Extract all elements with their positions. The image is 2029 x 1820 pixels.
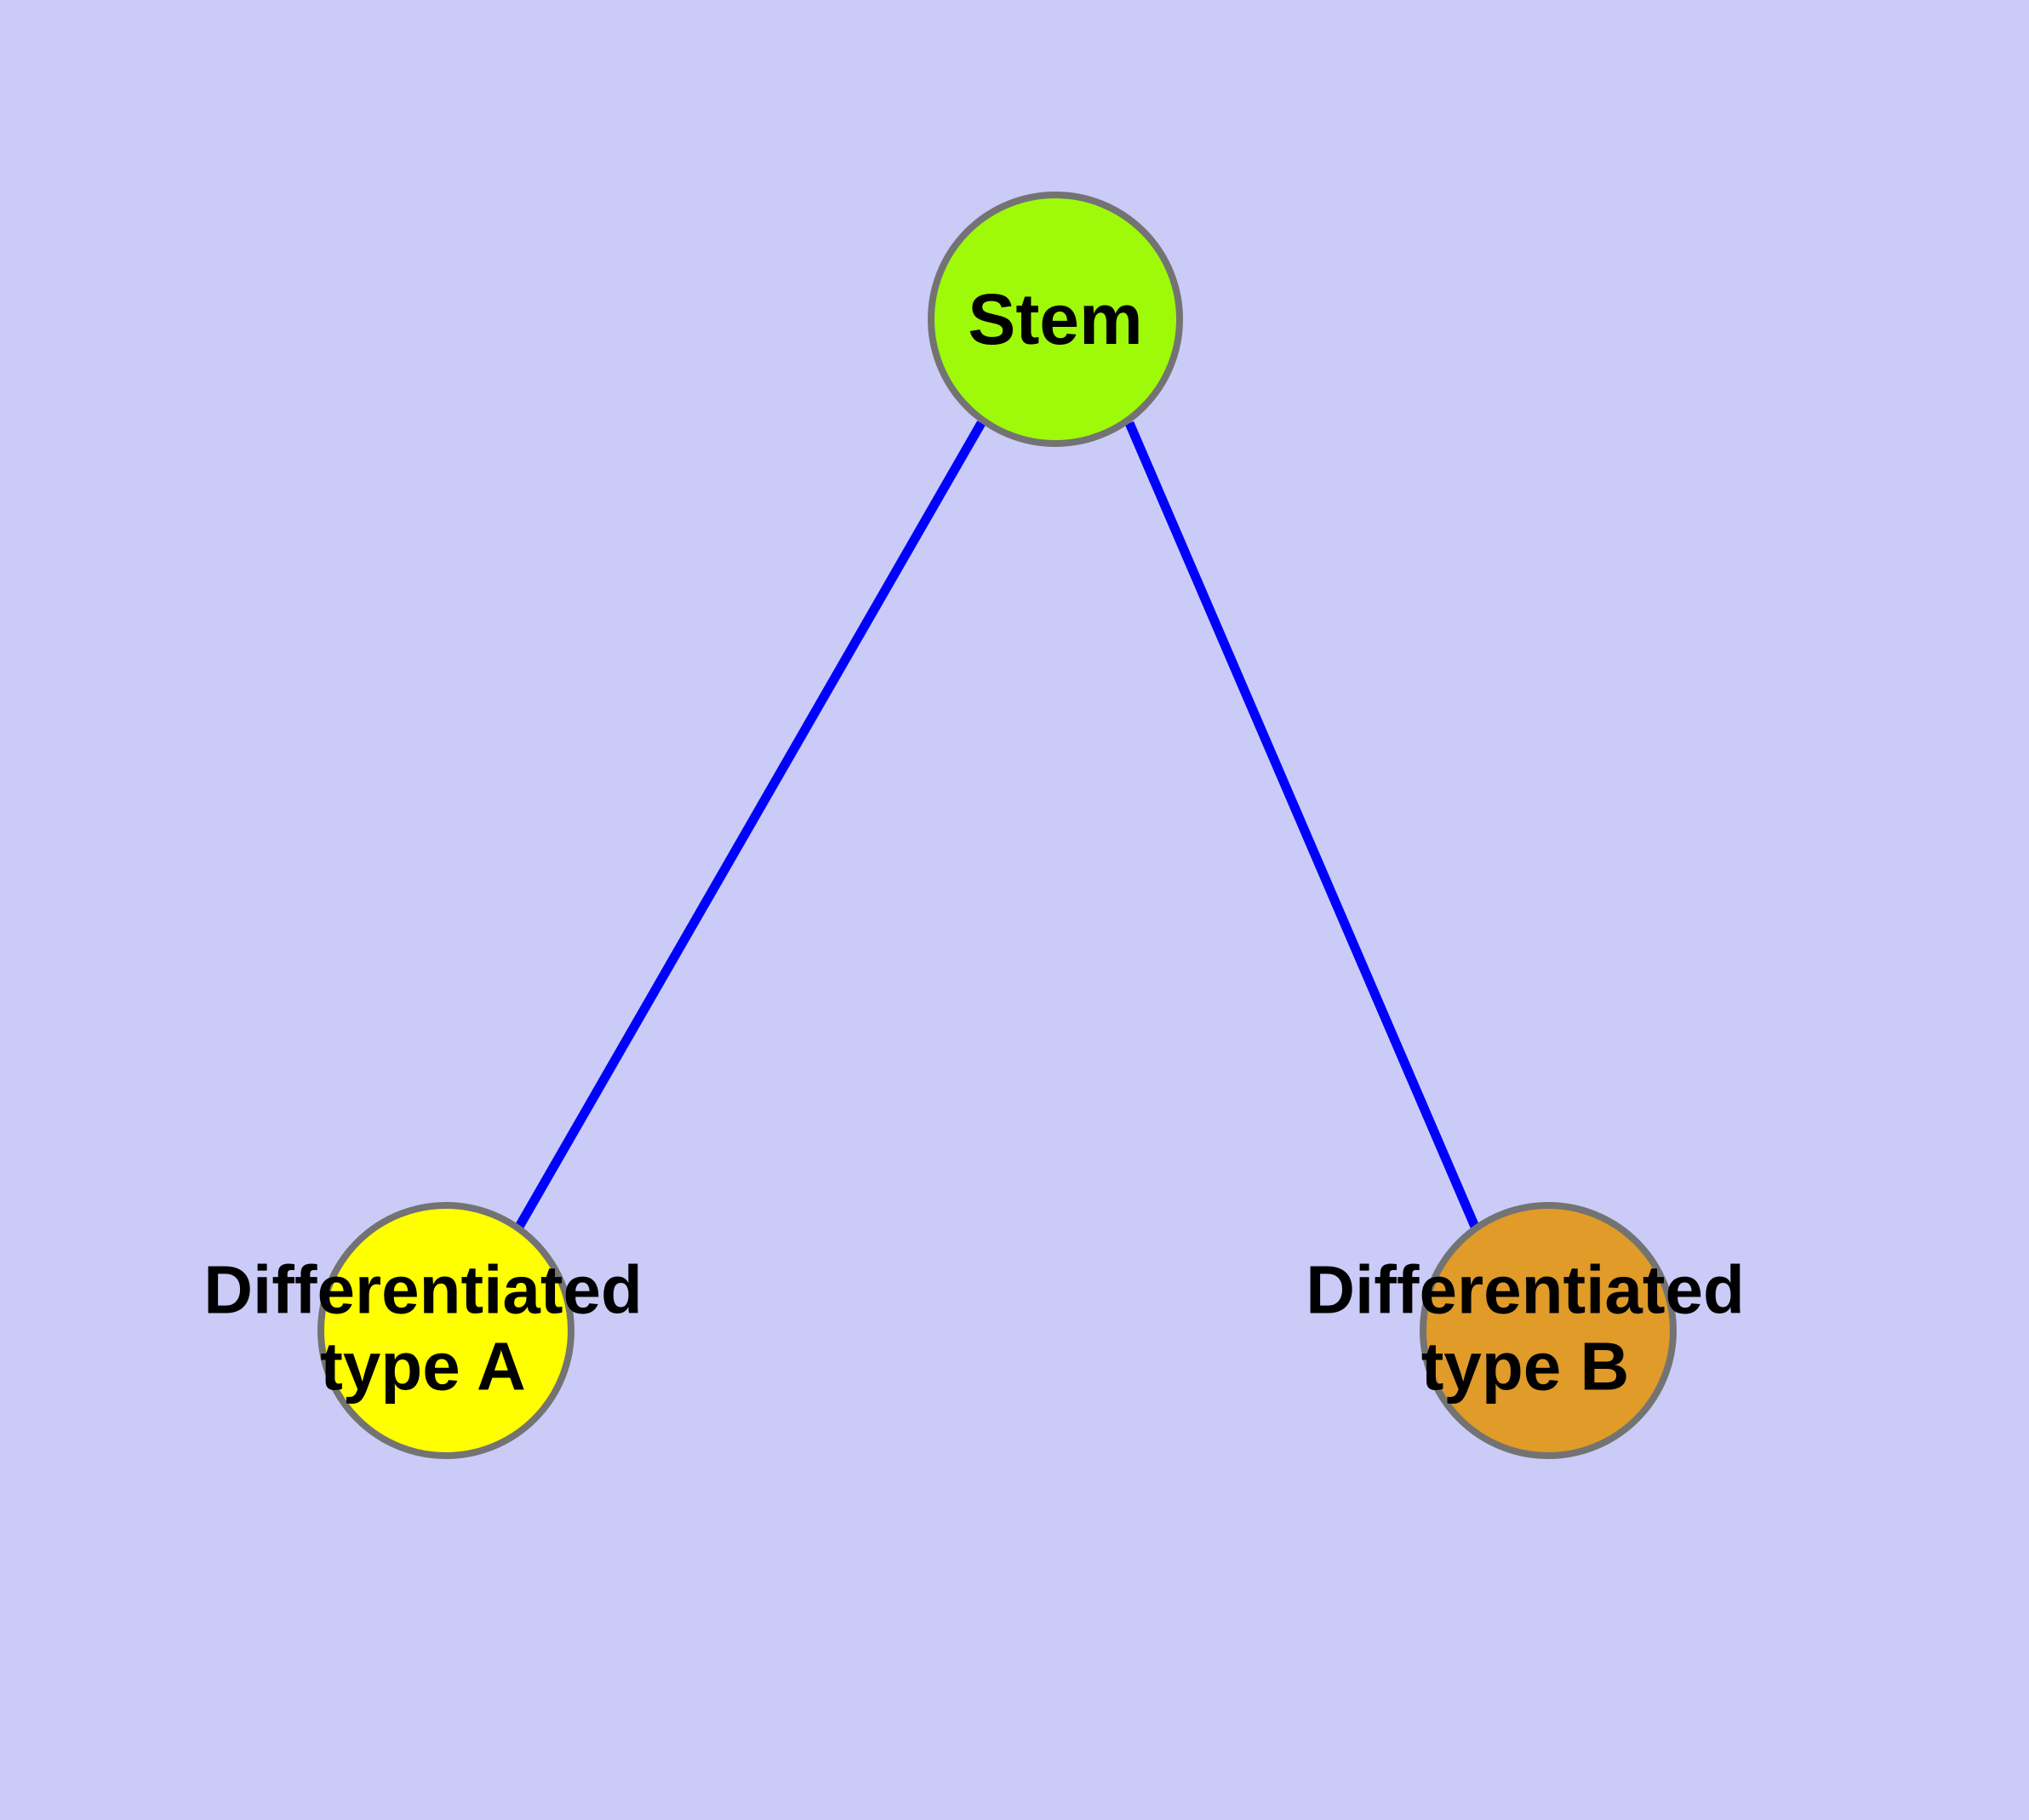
edge-stem-to-differentiated-type-b[interactable]	[1124, 421, 1480, 1229]
edge-stem-to-differentiated-type-a[interactable]	[515, 421, 986, 1229]
node-differentiated-type-a[interactable]	[317, 1202, 574, 1459]
node-differentiated-type-b[interactable]	[1420, 1202, 1677, 1459]
node-stem[interactable]	[928, 192, 1183, 447]
